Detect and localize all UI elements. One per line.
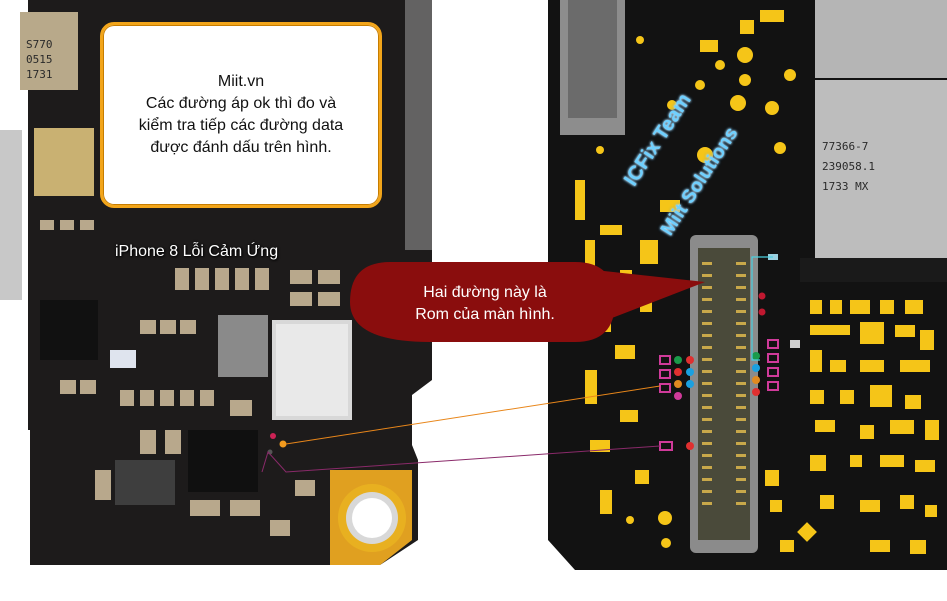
callout-text: Hai đường này là Rom của màn hình. xyxy=(370,282,600,326)
right-board: 77366-7 239058.1 1733 MX xyxy=(548,0,947,570)
chip-left-line-2: 0515 xyxy=(26,53,53,66)
note-box: Miit.vn Các đường áp ok thì đo và kiểm t… xyxy=(100,22,382,208)
board-caption: iPhone 8 Lỗi Cảm Ứng xyxy=(115,243,279,260)
chip-right-line-2: 239058.1 xyxy=(822,160,875,173)
note-line-3: kiểm tra tiếp các đường data xyxy=(138,117,344,134)
trace-orange xyxy=(285,385,661,445)
trace-purple xyxy=(261,445,661,473)
callout-bubble xyxy=(350,262,705,342)
chip-left-line-3: 1731 xyxy=(26,68,53,81)
callout-line-2: Rom của màn hình. xyxy=(415,306,555,323)
chip-right-line-3: 1733 MX xyxy=(822,180,869,193)
chip-left-line-1: S770 xyxy=(26,38,53,51)
note-line-4: được đánh dấu trên hình. xyxy=(150,139,332,156)
note-line-2: Các đường áp ok thì đo và xyxy=(145,95,337,112)
chip-right-line-1: 77366-7 xyxy=(822,140,868,153)
callout-line-1: Hai đường này là xyxy=(423,284,547,301)
note-line-1: Miit.vn xyxy=(217,73,265,90)
